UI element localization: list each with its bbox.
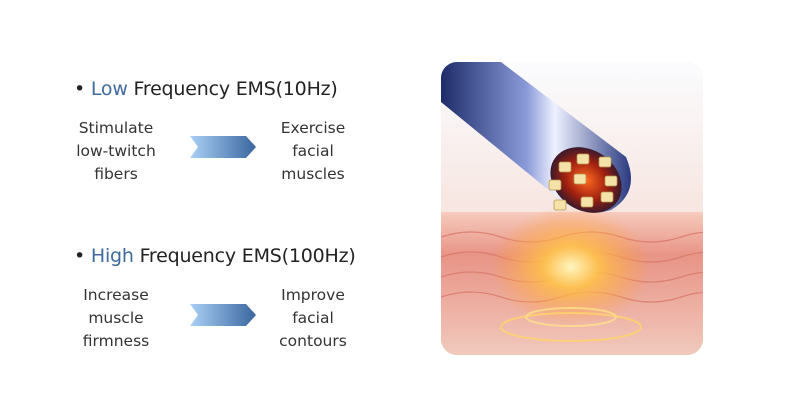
cause-text: Increase muscle firmness xyxy=(56,284,176,353)
arrow-right-icon xyxy=(190,136,256,158)
cause-text: Stimulate low-twitch fibers xyxy=(56,117,176,186)
cause-line: muscle xyxy=(88,309,144,327)
cause-line: Stimulate xyxy=(78,119,154,137)
cause-line: low-twitch xyxy=(76,142,156,160)
ems-device-illustration xyxy=(441,62,703,355)
bullet: • xyxy=(74,78,86,100)
heading-text: Frequency EMS(10Hz) xyxy=(127,78,338,100)
effect-line: muscles xyxy=(281,165,345,183)
effect-text: Improve facial contours xyxy=(253,284,373,353)
cause-line: Increase xyxy=(83,286,149,304)
effect-line: facial xyxy=(292,142,334,160)
bullet: • xyxy=(74,245,86,267)
cause-line: fibers xyxy=(94,165,138,183)
effect-text: Exercise facial muscles xyxy=(253,117,373,186)
arrow-right-icon xyxy=(190,304,256,326)
section-heading: • Low Frequency EMS(10Hz) xyxy=(74,78,338,100)
heading-text: Frequency EMS(100Hz) xyxy=(133,245,356,267)
effect-line: contours xyxy=(279,332,347,350)
effect-line: facial xyxy=(292,309,334,327)
effect-line: Exercise xyxy=(280,119,346,137)
accent-word: High xyxy=(90,245,134,267)
accent-word: Low xyxy=(90,78,128,100)
effect-line: Improve xyxy=(281,286,345,304)
section-heading: • High Frequency EMS(100Hz) xyxy=(74,245,356,267)
cause-line: firmness xyxy=(82,332,150,350)
